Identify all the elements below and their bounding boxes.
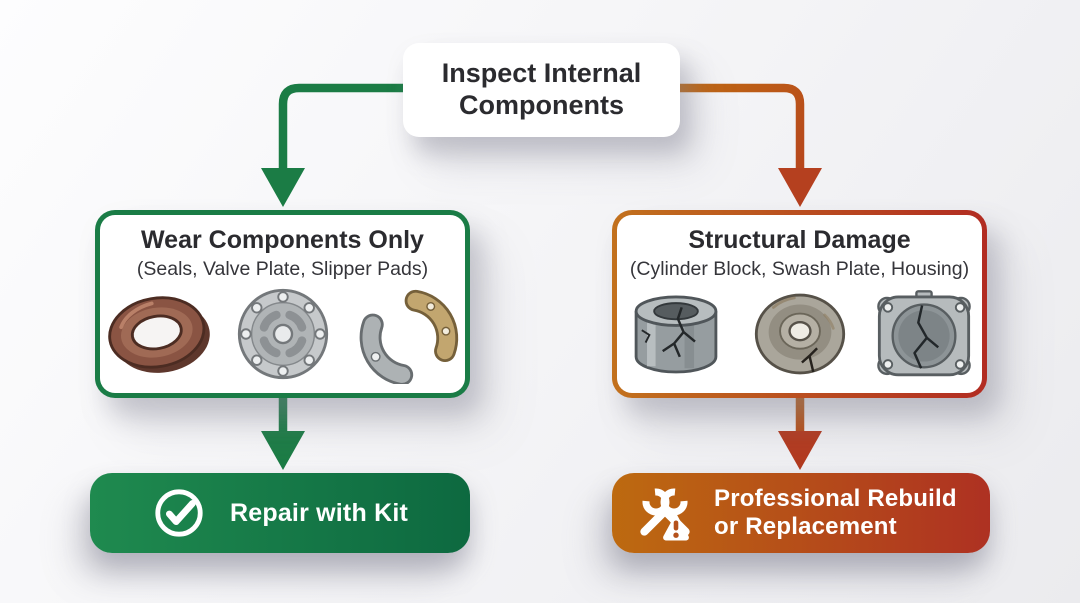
tools-warning-icon (640, 488, 690, 541)
arrow-wear-box-to-action (261, 398, 305, 470)
professional-rebuild-label-line1: Professional Rebuild (714, 484, 957, 512)
seal-ring-illustration (107, 296, 210, 374)
root-node: Inspect Internal Components (403, 43, 680, 137)
valve-plate-illustration (237, 289, 328, 380)
professional-rebuild-label-line2: or Replacement (714, 513, 897, 540)
arrow-root-to-wear-box (261, 83, 403, 207)
wear-components-subtitle: (Seals, Valve Plate, Slipper Pads) (136, 257, 429, 280)
wear-components-box: Wear Components Only (Seals, Valve Plate… (95, 210, 470, 398)
wear-components-title: Wear Components Only (141, 226, 424, 254)
cracked-housing-illustration (876, 290, 971, 377)
root-node-title-line2: Components (459, 90, 624, 120)
cracked-swash-plate-illustration (754, 293, 845, 375)
check-circle-icon (155, 489, 203, 537)
wear-components-illustrations (102, 284, 464, 385)
root-node-title-line1: Inspect Internal (441, 58, 642, 89)
arrow-root-to-damage-box (677, 83, 822, 207)
structural-damage-illustrations (619, 284, 981, 384)
wear-components-box-content: Wear Components Only (Seals, Valve Plate… (100, 215, 465, 393)
professional-rebuild-label: Professional Rebuild or Replacement (714, 485, 957, 542)
arrow-damage-box-to-action (778, 398, 822, 470)
structural-damage-title: Structural Damage (688, 226, 911, 254)
slipper-pads-illustration (359, 289, 458, 385)
repair-with-kit-label: Repair with Kit (229, 498, 408, 527)
cracked-cylinder-block-illustration (634, 295, 717, 374)
structural-damage-box: Structural Damage (Cylinder Block, Swash… (612, 210, 987, 398)
structural-damage-box-content: Structural Damage (Cylinder Block, Swash… (617, 215, 982, 393)
professional-rebuild-button: Professional Rebuild or Replacement (612, 473, 990, 553)
structural-damage-subtitle: (Cylinder Block, Swash Plate, Housing) (629, 257, 970, 280)
repair-with-kit-button: Repair with Kit (90, 473, 470, 553)
